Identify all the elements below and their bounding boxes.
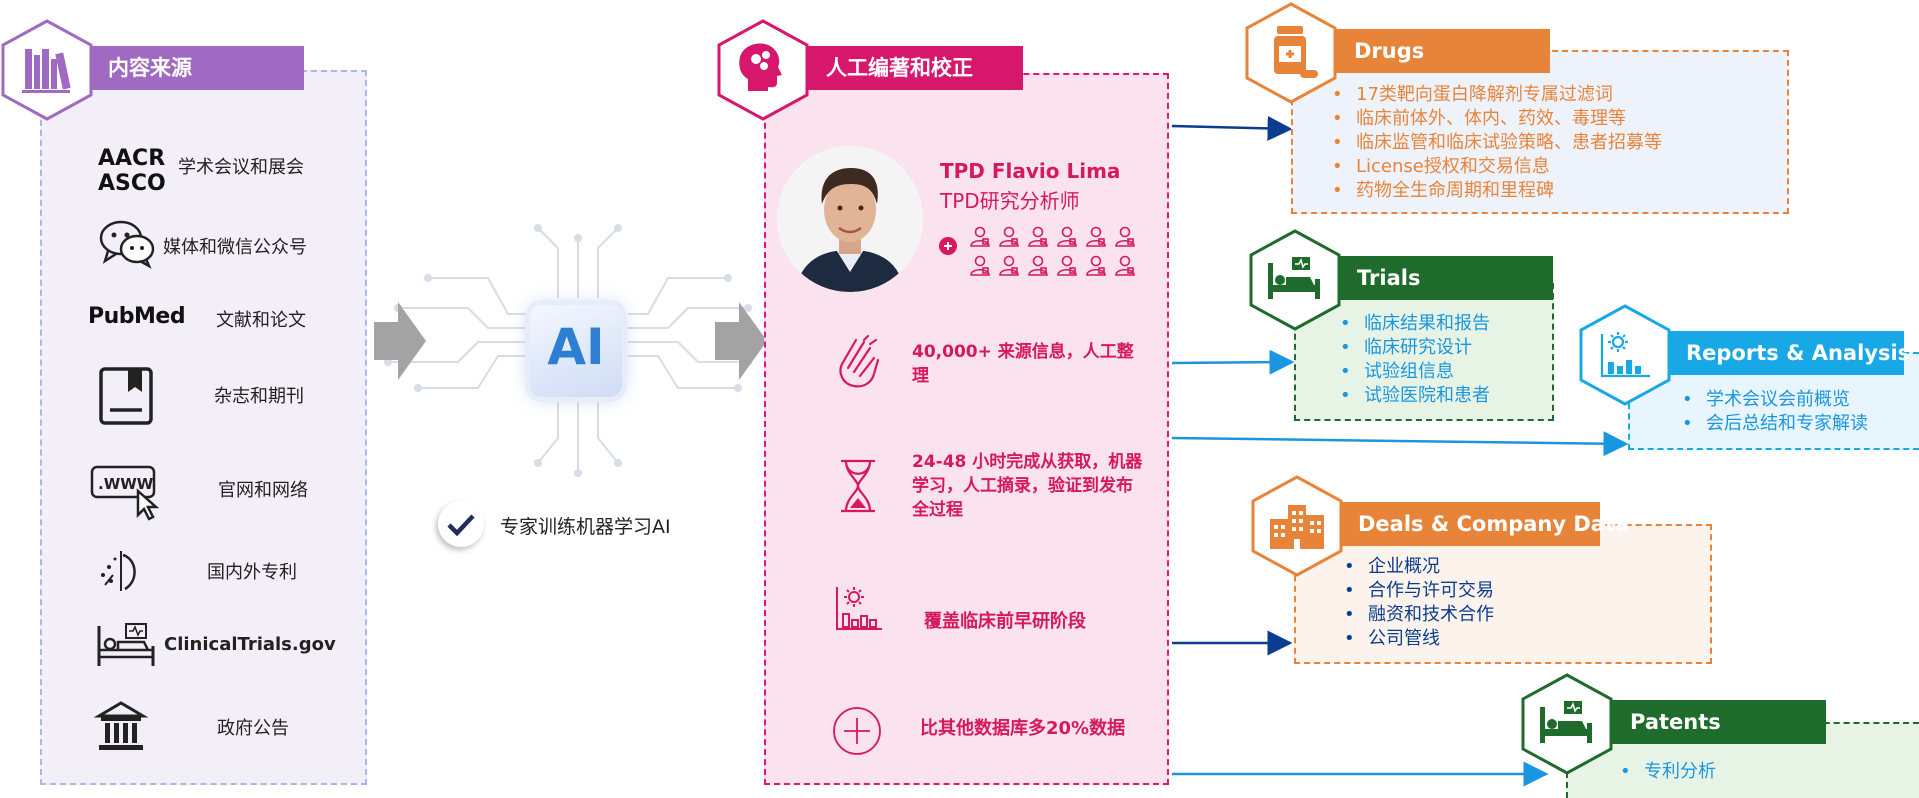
reports-item: 会后总结和专家解读 [1678,412,1868,436]
analyst-team-icons [939,226,1135,276]
source-item-conference: AACR ASCO [98,146,166,196]
reports-title: Reports & Analysis [1686,341,1911,365]
pubmed-logo-icon: PubMed [88,304,186,329]
reports-list: 学术会议会前概览 会后总结和专家解读 [1678,388,1868,436]
hand-icon [839,334,880,388]
deals-item: 企业概况 [1340,555,1494,579]
feature-sources-text: 40,000+ 来源信息，人工整理 [912,342,1134,386]
feature-more-data-text: 比其他数据库多20%数据 [920,718,1126,739]
feature-coverage-text: 覆盖临床前早研阶段 [924,611,1086,632]
deals-item: 公司管线 [1340,627,1494,651]
analyst-avatar [777,146,923,292]
trials-header: Trials [1335,256,1553,300]
trials-item: 试验组信息 [1336,360,1490,384]
source-label-clinicaltrials: ClinicalTrials.gov [164,634,336,655]
trials-item: 临床研究设计 [1336,336,1490,360]
analyst-role: TPD研究分析师 [940,189,1080,213]
drugs-header: Drugs [1332,29,1550,73]
source-label-conference: 学术会议和展会 [178,157,304,178]
arrow-to-drugs [1171,115,1293,141]
drugs-item: 17类靶向蛋白降解剂专属过滤词 [1328,83,1662,107]
drugs-item: 临床监管和临床试验策略、患者招募等 [1328,131,1662,155]
patents-title: Patents [1630,710,1721,734]
flow-arrow-right [715,302,767,380]
patents-header: Patents [1608,700,1826,744]
www-icon: .WWW [90,465,160,521]
asco-logo: ASCO [98,171,166,196]
arrow-to-trials [1171,349,1295,375]
trials-bed-hex-icon [1249,229,1341,331]
ai-caption: 专家训练机器学习AI [500,516,671,538]
reports-header: Reports & Analysis [1668,331,1910,375]
hospital-bed-icon [97,623,155,666]
patents-bed-hex-icon [1521,673,1613,775]
sources-title: 内容来源 [108,56,192,80]
brain-head-hex-icon [717,19,809,121]
drugs-item: 药物全生命周期和里程碑 [1328,179,1662,203]
wechat-icon [99,220,155,269]
source-label-patent: 国内外专利 [207,562,297,583]
deals-item: 融资和技术合作 [1340,603,1494,627]
svg-text:.WWW: .WWW [98,475,154,493]
drugs-list: 17类靶向蛋白降解剂专属过滤词 临床前体外、体内、药效、毒理等 临床监管和临床试… [1328,83,1662,203]
books-hex-icon [1,19,93,121]
patent-icon [101,551,136,591]
deals-list: 企业概况 合作与许可交易 融资和技术合作 公司管线 [1340,555,1494,651]
deals-header: Deals & Company Data [1334,502,1629,546]
reports-chart-hex-icon [1579,304,1671,406]
curation-title: 人工编著和校正 [826,56,973,80]
plus-circle-icon [833,707,881,755]
analyst-name: TPD Flavio Lima [940,159,1121,183]
chart-icon [836,587,882,630]
ai-chip [530,305,622,397]
aacr-logo: AACR [98,146,166,171]
deals-title: Deals & Company Data [1358,512,1630,536]
hourglass-icon [841,459,875,513]
journal-icon [99,367,153,425]
trials-item: 试验医院和患者 [1336,384,1490,408]
patents-list: 专利分析 [1616,760,1716,784]
source-label-journal: 杂志和期刊 [214,386,304,407]
government-building-icon [93,701,149,750]
source-label-wechat: 媒体和微信公众号 [163,237,307,258]
source-label-pubmed: 文献和论文 [216,310,306,331]
source-label-www: 官网和网络 [218,480,308,501]
buildings-hex-icon [1251,475,1343,577]
trials-list: 临床结果和报告 临床研究设计 试验组信息 试验医院和患者 [1336,312,1490,408]
drugs-title: Drugs [1354,39,1425,63]
deals-item: 合作与许可交易 [1340,579,1494,603]
flow-arrow-left [374,302,426,380]
trials-title: Trials [1357,266,1421,290]
check-circle-icon [438,501,484,547]
arrow-to-reports [1171,431,1629,457]
ai-chip-label: AI [547,318,605,376]
sources-header: 内容来源 [88,46,304,90]
curation-header: 人工编著和校正 [808,46,1023,90]
sources-panel [40,70,367,785]
source-label-government: 政府公告 [217,718,289,739]
feature-speed-text: 24-48 小时完成从获取，机器学习，人工摘录，验证到发布全过程 [912,452,1143,520]
drugs-item: License授权和交易信息 [1328,155,1662,179]
drugs-item: 临床前体外、体内、药效、毒理等 [1328,107,1662,131]
trials-item: 临床结果和报告 [1336,312,1490,336]
reports-item: 学术会议会前概览 [1678,388,1868,412]
patents-item: 专利分析 [1616,760,1716,784]
pill-bottle-hex-icon [1245,2,1337,104]
